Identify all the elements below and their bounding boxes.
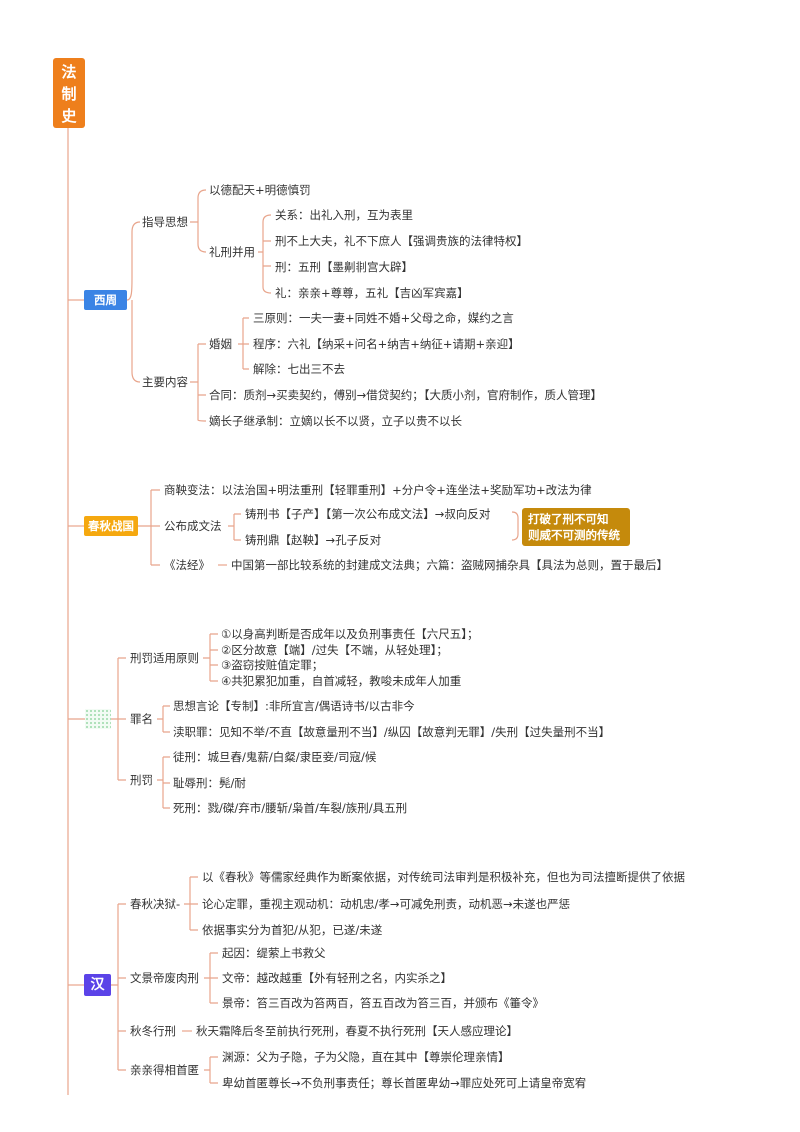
node-principle-3: ③盗窃按赃值定罪； (221, 658, 324, 672)
node-jueyu: 春秋决狱- (130, 897, 181, 911)
node-marriage-3: 解除：七出三不去 (253, 362, 345, 376)
node-marriage-2: 程序：六礼【纳采+问名+纳吉+纳征+请期+亲迎】 (253, 337, 520, 351)
node-jueyu-2: 论心定罪，重视主观动机：动机忠/孝→可减免刑责，动机恶→未遂也严惩 (202, 897, 571, 911)
node-crime-1: 思想言论【专制】:非所宜言/偶语诗书/以古非今 (173, 699, 415, 713)
link-xizhou-children (126, 221, 141, 383)
node-guiding-1: 以德配天+明德慎罚 (209, 183, 311, 197)
node-wenjing: 文景帝废肉刑 (130, 971, 199, 985)
node-gongbu-1: 铸刑书【子产】【第一次公布成文法】→叔向反对 (245, 507, 491, 521)
node-qinqin-2: 卑幼首匿尊长→不负刑事责任；尊长首匿卑幼→罪应处死可上请皇帝宽宥 (222, 1076, 587, 1090)
node-crime-2: 渎职罪：见知不举/不直【故意量刑不当】/纵囚【故意判无罪】/失刑【过失量刑不当】 (173, 725, 611, 739)
node-lixing-1: 关系：出礼入刑，互为表里 (275, 208, 413, 222)
node-shang: 商鞅变法：以法治国+明法重刑【轻罪重刑】+分户令+连坐法+奖励军功+改法为律 (164, 483, 592, 497)
link-note-brace (511, 511, 519, 541)
node-punish-2: 耻辱刑：髡/耐 (173, 776, 246, 790)
node-fajing: 《法经》 (164, 558, 210, 572)
era-chunqiu: 春秋战国 (84, 516, 138, 536)
link-lixing-children (258, 214, 272, 294)
node-main: 主要内容 (142, 375, 188, 389)
node-contract: 合同：质剂→买卖契约，傅别→借贷契约；【大质小剂，官府制作，质人管理】 (209, 388, 603, 402)
node-gongbu: 公布成文法 (164, 519, 222, 533)
root-node: 法 制 史 (53, 58, 85, 128)
node-principle-4: ④共犯累犯加重，自首减轻，教唆未成年人加重 (221, 674, 462, 688)
link-crime-children (157, 705, 170, 733)
node-qiudong: 秋冬行刑 (130, 1024, 176, 1038)
node-lixing-2: 刑不上大夫，礼不下庶人【强调贵族的法律特权】 (275, 234, 528, 248)
link-main-children (190, 343, 207, 422)
link-marriage-children (238, 317, 249, 370)
node-qinqin-1: 渊源：父为子隐，子为父隐，直在其中【尊崇伦理亲情】 (222, 1050, 510, 1064)
node-qinqin: 亲亲得相首匿 (130, 1063, 199, 1077)
root-char-2: 制 (61, 85, 77, 103)
node-wenjing-1: 起因：缇萦上书救父 (222, 946, 326, 960)
node-jueyu-1: 以《春秋》等儒家经典作为断案依据，对传统司法审判是积极补充，但也为司法擅断提供了… (202, 870, 685, 884)
link-han-children (111, 903, 126, 1071)
node-punish: 刑罚 (130, 773, 153, 787)
link-wenjing-children (204, 952, 218, 1004)
node-crime: 罪名 (130, 712, 153, 726)
link-qinqin-children (204, 1056, 218, 1084)
summary-note-line-2: 则威不可测的传统 (528, 528, 620, 542)
node-qiudong-desc: 秋天霜降后冬至前执行死刑，春夏不执行死刑【天人感应理论】 (196, 1024, 518, 1038)
link-principle-children (203, 633, 218, 682)
era-han: 汉 (84, 974, 111, 996)
link-chunqiu-children (138, 489, 160, 566)
node-gongbu-2: 铸刑鼎【赵鞅】→孔子反对 (245, 533, 382, 547)
root-char-3: 史 (61, 107, 77, 125)
node-lixing-3: 刑：五刑【墨劓剕宫大辟】 (275, 260, 413, 274)
node-principle-2: ②区分故意【端】/过失【不端，从轻处理】； (221, 643, 448, 657)
root-char-1: 法 (61, 63, 77, 81)
node-punish-1: 徒刑：城旦舂/鬼薪/白粲/隶臣妾/司寇/候 (173, 750, 377, 764)
node-punish-3: 死刑：戮/磔/弃市/腰斩/枭首/车裂/族刑/具五刑 (173, 801, 408, 815)
era-qin-placeholder (85, 709, 111, 729)
link-gongbu-children (228, 513, 241, 541)
node-lixing-4: 礼：亲亲+尊尊，五礼【吉凶军宾嘉】 (275, 286, 469, 300)
era-xizhou: 西周 (84, 290, 127, 310)
link-jueyu-children (184, 876, 198, 931)
node-lixing: 礼刑并用 (209, 245, 255, 259)
summary-note: 打破了刑不可知 则威不可测的传统 (522, 508, 630, 546)
node-marriage: 婚姻 (209, 337, 232, 351)
node-guiding: 指导思想 (142, 215, 188, 229)
link-qin-children (111, 657, 126, 781)
node-inherit: 嫡长子继承制：立嫡以长不以贤，立子以贵不以长 (209, 414, 462, 428)
node-principle: 刑罚适用原则 (130, 651, 199, 665)
node-principle-1: ①以身高判断是否成年以及负刑事责任【六尺五】； (221, 627, 479, 641)
node-fajing-desc: 中国第一部比较系统的封建成文法典；六篇：盗贼网捕杂具【具法为总则，置于最后】 (231, 558, 668, 572)
node-wenjing-3: 景帝：笞三百改为笞两百，笞五百改为笞三百，并颁布《箠令》 (222, 996, 544, 1010)
link-guiding-children (190, 189, 207, 253)
link-punish-children (157, 756, 170, 809)
node-marriage-1: 三原则：一夫一妻+同姓不婚+父母之命，媒约之言 (253, 311, 514, 325)
summary-note-line-1: 打破了刑不可知 (528, 512, 609, 526)
node-wenjing-2: 文帝：越改越重【外有轻刑之名，内实杀之】 (222, 971, 452, 985)
node-jueyu-3: 依据事实分为首犯/从犯，已遂/未遂 (202, 923, 383, 937)
